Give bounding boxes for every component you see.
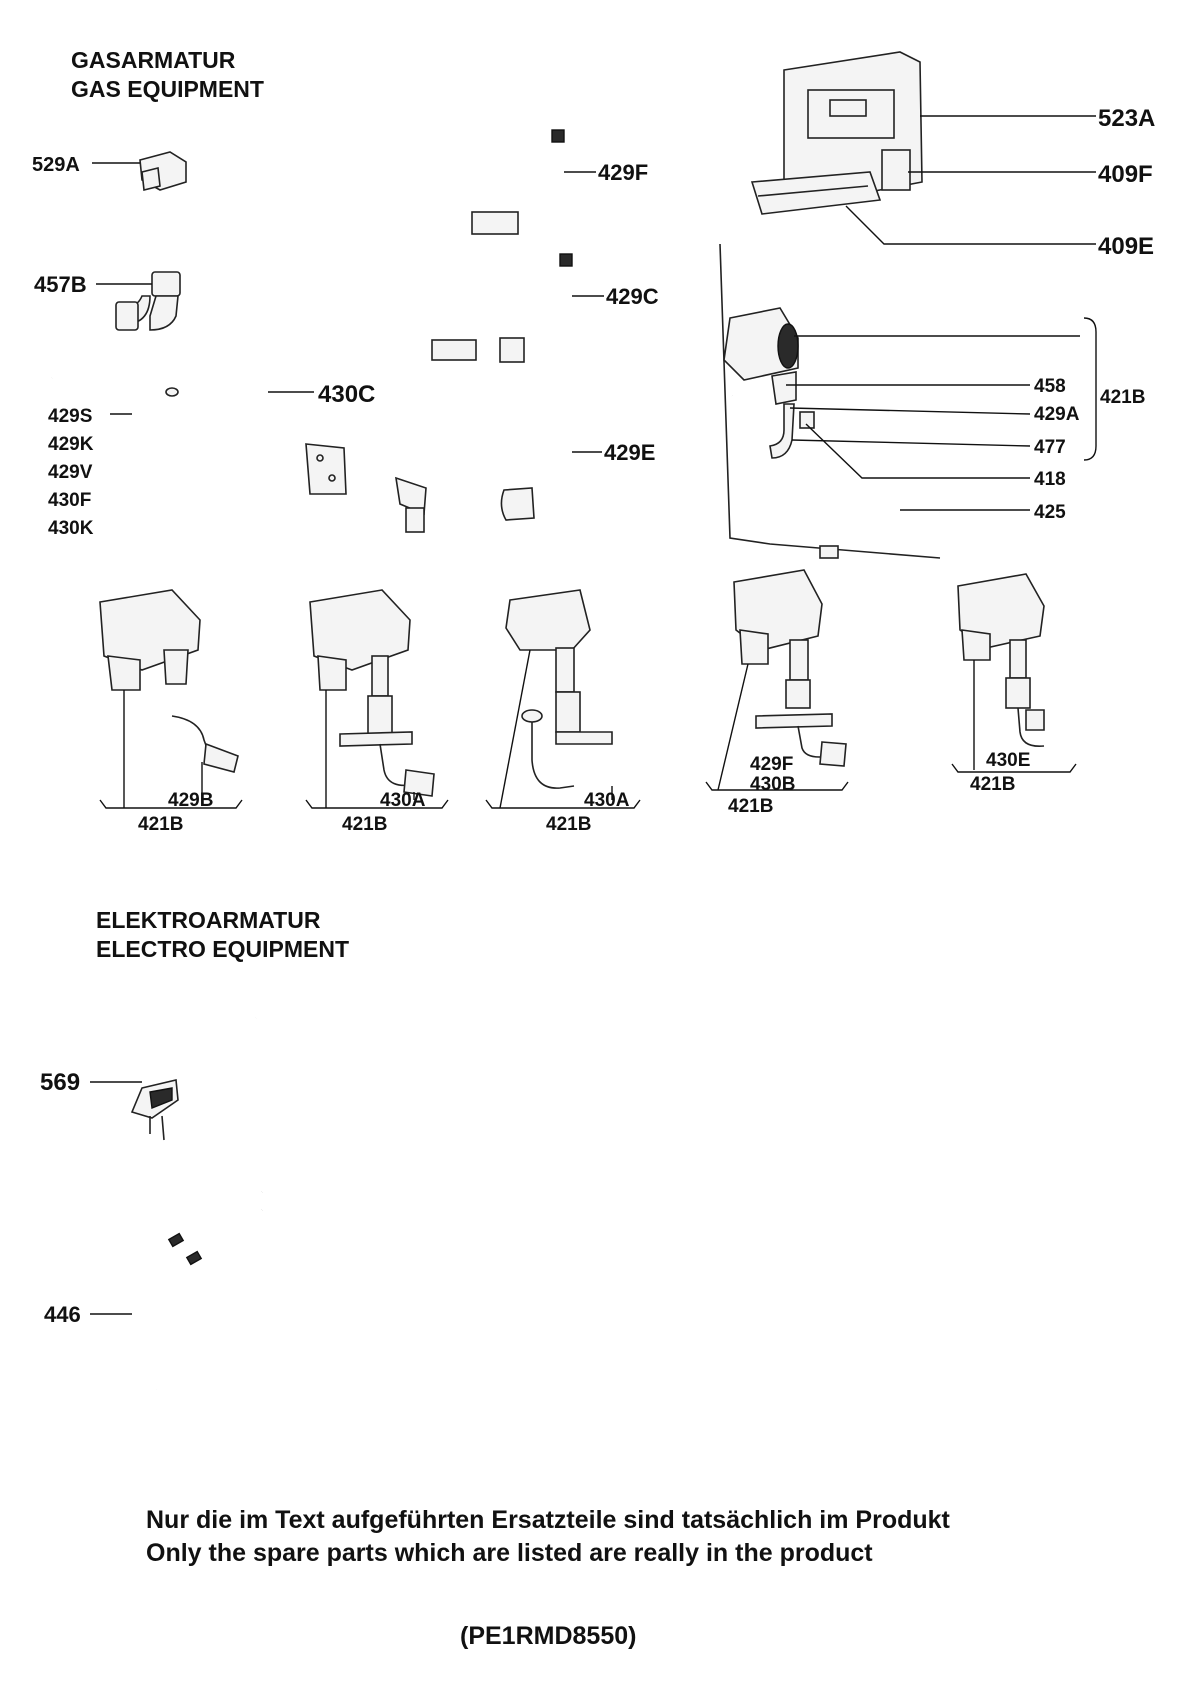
label-457B: 457B: [34, 272, 87, 297]
part-hose-429S[interactable]: 429S 429K 429V 430F 430K: [48, 375, 179, 539]
label-458: 458: [1034, 376, 1066, 397]
part-429F[interactable]: 429F: [471, 129, 648, 235]
electro-title-de: ELEKTROARMATUR: [96, 907, 321, 933]
variant-5[interactable]: 430E 421B: [951, 573, 1077, 795]
label-variant-2-group: 421B: [342, 814, 387, 835]
part-409E[interactable]: 409E: [750, 171, 1154, 260]
part-430C[interactable]: 430C: [260, 376, 427, 533]
label-429K: 429K: [48, 434, 94, 455]
label-429V: 429V: [48, 462, 93, 483]
leader-477: [791, 439, 1031, 447]
part-446[interactable]: 446: [44, 1190, 263, 1391]
variant-2[interactable]: 430A 421B: [305, 589, 449, 835]
label-429S: 429S: [48, 406, 92, 427]
bracket-421B: [1083, 317, 1097, 461]
electro-section-header: ELEKTROARMATUR ELECTRO EQUIPMENT: [96, 906, 349, 964]
label-523A: 523A: [1098, 105, 1155, 132]
leader-429A: [789, 407, 1031, 415]
label-variant-5-group: 421B: [970, 774, 1015, 795]
gas-title-en: GAS EQUIPMENT: [71, 76, 264, 102]
footer-note-en: Only the spare parts which are listed ar…: [146, 1539, 873, 1567]
label-429A: 429A: [1034, 404, 1080, 425]
footer-note-de: Nur die im Text aufgeführten Ersatzteile…: [146, 1506, 950, 1534]
label-429F: 429F: [598, 160, 648, 185]
label-variant-4-group: 421B: [728, 796, 773, 817]
document-code: (PE1RMD8550): [460, 1622, 637, 1650]
part-457B[interactable]: 457B: [34, 271, 181, 331]
label-446: 446: [44, 1302, 81, 1327]
label-variant-3-part: 430A: [584, 790, 630, 811]
label-529A: 529A: [32, 154, 80, 176]
label-409E: 409E: [1098, 233, 1154, 260]
label-variant-4-part2: 430B: [750, 774, 795, 795]
label-variant-5-part: 430E: [986, 750, 1030, 771]
electro-title-en: ELECTRO EQUIPMENT: [96, 936, 350, 962]
label-variant-1-group: 421B: [138, 814, 183, 835]
variant-3[interactable]: 430A 421B: [485, 589, 641, 835]
label-569: 569: [40, 1069, 80, 1096]
gas-section-header: GASARMATUR GAS EQUIPMENT: [71, 46, 264, 104]
part-569[interactable]: 569: [40, 1016, 257, 1141]
label-425: 425: [1034, 502, 1066, 523]
label-429C: 429C: [606, 284, 659, 309]
label-variant-3-group: 421B: [546, 814, 591, 835]
label-418: 418: [1034, 469, 1066, 490]
label-430K: 430K: [48, 518, 94, 539]
leader-418: [805, 423, 1030, 479]
part-523A-control-unit[interactable]: 523A: [783, 51, 1155, 205]
part-529A[interactable]: 529A: [32, 151, 187, 191]
label-430C: 430C: [318, 381, 375, 408]
leader-409E: [845, 205, 1096, 245]
part-409F[interactable]: 409F: [908, 161, 1153, 188]
part-429E[interactable]: 429E: [500, 412, 655, 521]
label-variant-1-part: 429B: [168, 790, 213, 811]
variant-4[interactable]: 429F 430B 421B: [705, 569, 849, 817]
part-429C[interactable]: 429C: [431, 253, 659, 363]
label-variant-2-part: 430A: [380, 790, 426, 811]
footer-note: Nur die im Text aufgeführten Ersatzteile…: [146, 1504, 950, 1570]
assembly-421B[interactable]: 458 429A 477 418 425 421B: [719, 243, 1145, 559]
label-variant-4-part1: 429F: [750, 754, 793, 775]
variant-1[interactable]: 429B 421B: [99, 589, 243, 835]
label-421B-main: 421B: [1100, 387, 1145, 408]
label-430F: 430F: [48, 490, 91, 511]
label-477: 477: [1034, 437, 1066, 458]
label-409F: 409F: [1098, 161, 1153, 188]
label-429E: 429E: [604, 440, 655, 465]
gas-title-de: GASARMATUR: [71, 47, 236, 73]
